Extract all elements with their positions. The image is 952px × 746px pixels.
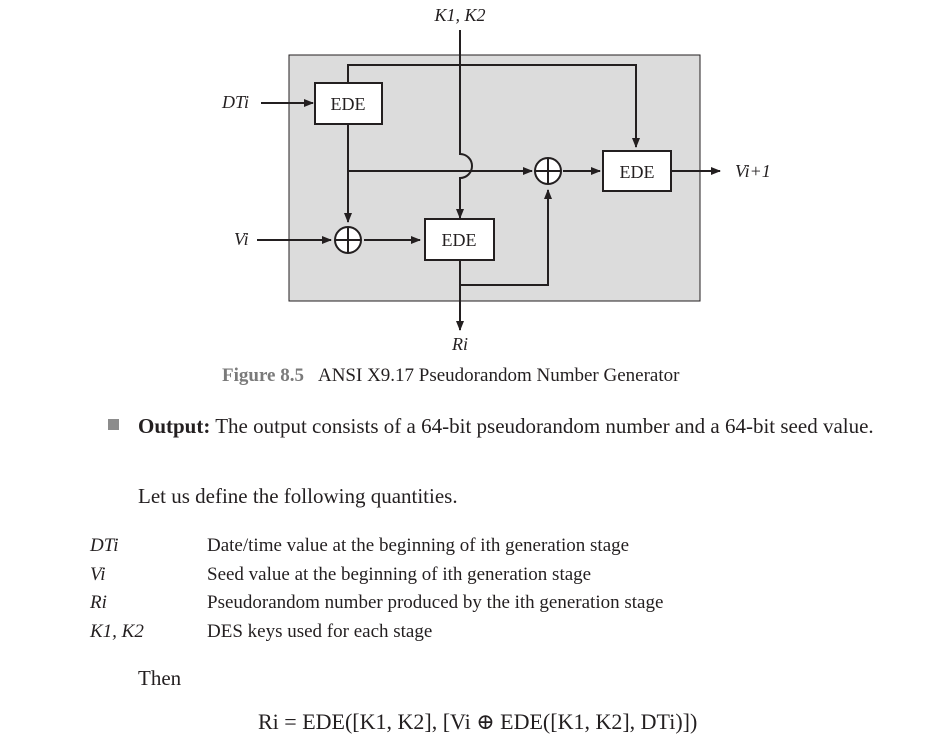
then-paragraph: Then (138, 666, 182, 690)
keys-label: K1, K2 (433, 5, 485, 25)
loop-top-line (347, 64, 640, 148)
bullet-square (108, 419, 119, 430)
ede-mid-label: EDE (442, 230, 477, 250)
definition-term: K1, K2 (90, 620, 144, 642)
equation: Ri = EDE([K1, K2], [Vi ⊕ EDE([K1, K2], D… (258, 709, 698, 734)
dt-label: DTi (221, 92, 249, 112)
xor-left (334, 226, 362, 254)
ede-mid-to-xor (459, 189, 552, 286)
ede-box-right (602, 150, 672, 192)
definition-desc: Date/time value at the beginning of ith … (207, 535, 630, 556)
ede-right-label: EDE (620, 162, 655, 182)
output-paragraph: Output: The output consists of a 64-bit … (138, 412, 905, 440)
figure-number: Figure 8.5 (222, 365, 304, 386)
output-lead: Output: (138, 414, 211, 438)
definition-term: Ri (90, 592, 107, 613)
ede-box-top (314, 82, 383, 125)
definition-desc: Seed value at the beginning of ith gener… (207, 563, 592, 585)
vi-label: Vi (234, 229, 249, 249)
definition-desc: DES keys used for each stage (207, 620, 433, 642)
define-paragraph: Let us define the following quantities. (138, 484, 458, 508)
vnext-label: Vi+1 (735, 161, 771, 181)
definition-term: Vi (90, 563, 106, 585)
keys-line (456, 30, 473, 219)
figure-caption: Figure 8.5 ANSI X9.17 Pseudorandom Number… (222, 365, 679, 387)
xor-right (534, 157, 562, 185)
ede-box-mid (424, 218, 495, 261)
figure-title: ANSI X9.17 Pseudorandom Number Generator (317, 365, 680, 386)
ede-top-label: EDE (331, 94, 366, 114)
definition-term: DTi (90, 535, 119, 556)
output-text: The output consists of a 64-bit pseudora… (215, 414, 874, 438)
definition-desc: Pseudorandom number produced by the ith … (207, 592, 664, 613)
prng-diagram: EDE EDE EDE K1, K2 DTi Vi Vi+1 Ri (221, 5, 771, 354)
ri-label: Ri (451, 334, 468, 354)
